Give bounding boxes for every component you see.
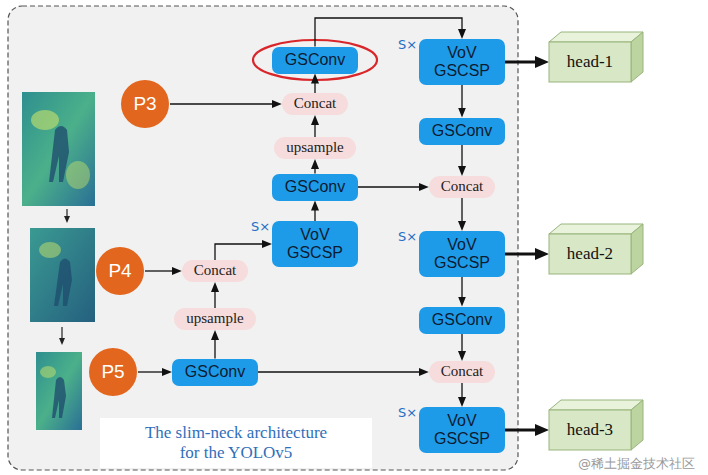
circle-fill — [121, 80, 169, 128]
node-label: VoV GSCSP — [427, 44, 497, 81]
feature-map-image — [22, 92, 95, 206]
feature-map-large — [22, 92, 95, 206]
node-label: GSConv — [185, 363, 245, 381]
operation-pill: Concat — [282, 93, 349, 115]
feature-blob — [40, 366, 56, 378]
connector-arrow — [214, 288, 215, 308]
feature-level-circle: P5 — [88, 347, 138, 397]
feature-figure — [49, 126, 69, 182]
csp-block: VoV GSCSP — [419, 407, 505, 453]
connector-arrow — [461, 198, 462, 225]
node-label: P4 — [108, 260, 131, 282]
connector-arrow — [505, 429, 541, 432]
conv-block: GSConv — [172, 359, 258, 386]
watermark: @稀土掘金技术社区 — [578, 455, 695, 473]
operation-pill: upsample — [274, 137, 356, 159]
caption-box: The slim-neck architecture for the YOLOv… — [100, 418, 372, 468]
node-label: upsample — [286, 139, 344, 156]
feature-map-image — [30, 228, 95, 322]
feature-level-circle: P3 — [120, 79, 170, 129]
downsample-arrow — [66, 209, 67, 219]
box-side-face — [631, 32, 643, 82]
node-label: Concat — [441, 178, 484, 195]
conv-block: GSConv — [419, 307, 505, 334]
box-front-face — [549, 410, 631, 450]
detection-head: head-2 — [549, 234, 631, 274]
conv-block: GSConv — [272, 174, 358, 201]
highlight-ellipse — [253, 40, 377, 80]
box-front-face — [549, 234, 631, 274]
connector-arrow — [258, 371, 423, 372]
downsample-arrow — [61, 327, 62, 341]
box-side-face — [631, 400, 643, 450]
connector-arrow — [461, 145, 462, 171]
node-label: head-2 — [567, 244, 613, 264]
caption-text: The slim-neck architecture for the YOLOv… — [138, 423, 334, 462]
connector-arrow — [461, 85, 462, 112]
repeat-count: S× — [398, 405, 417, 420]
feature-blob — [39, 242, 61, 258]
csp-block: VoV GSCSP — [272, 221, 358, 267]
node-label: head-3 — [567, 420, 613, 440]
node-label: VoV GSCSP — [427, 412, 497, 449]
feature-blob — [66, 161, 90, 189]
node-label: P3 — [133, 93, 156, 115]
csp-block: VoV GSCSP — [419, 39, 505, 85]
detection-head: head-3 — [549, 410, 631, 450]
circle-fill — [89, 348, 137, 396]
node-label: Concat — [441, 363, 484, 380]
node-label: VoV GSCSP — [427, 236, 497, 273]
detection-head: head-1 — [549, 42, 631, 82]
circle-fill — [96, 247, 144, 295]
operation-pill: Concat — [182, 260, 249, 282]
connector-arrow — [138, 371, 166, 372]
operation-pill: Concat — [429, 176, 496, 198]
connector-arrow — [215, 244, 266, 260]
connector-arrow — [461, 277, 462, 301]
connector-arrow — [145, 270, 176, 271]
box-top-face — [549, 224, 643, 234]
node-label: VoV GSCSP — [280, 226, 350, 263]
feature-figure — [54, 259, 72, 307]
connector-arrow — [314, 80, 315, 94]
node-label: Concat — [194, 262, 237, 279]
repeat-count: S× — [398, 37, 417, 52]
connector-arrow — [505, 253, 541, 256]
connector-arrow — [314, 165, 315, 174]
box-side-face — [631, 224, 643, 274]
connector-arrow — [461, 334, 462, 356]
node-label: GSConv — [432, 122, 492, 140]
feature-figure — [52, 377, 66, 418]
node-label: Concat — [294, 95, 337, 112]
box-front-face — [549, 42, 631, 82]
repeat-count: S× — [398, 229, 417, 244]
connector-arrow — [314, 121, 315, 137]
feature-map-image — [36, 352, 82, 430]
connector-arrow — [358, 186, 423, 187]
node-label: GSConv — [432, 311, 492, 329]
conv-block: GSConv — [419, 118, 505, 145]
feature-blob — [31, 110, 59, 130]
feature-map-medium — [30, 228, 95, 322]
connector-arrow — [505, 61, 541, 64]
box-top-face — [549, 400, 643, 410]
node-label: GSConv — [285, 51, 345, 69]
connector-arrow — [461, 383, 462, 401]
conv-block: GSConv — [272, 47, 358, 74]
feature-map-small — [36, 352, 82, 430]
neck-panel — [8, 6, 518, 470]
node-label: GSConv — [285, 178, 345, 196]
feature-level-circle: P4 — [95, 246, 145, 296]
operation-pill: Concat — [429, 361, 496, 383]
connector-arrow — [314, 207, 315, 222]
operation-pill: upsample — [174, 308, 256, 330]
connector-arrow — [170, 103, 276, 104]
connector-arrow — [214, 336, 215, 359]
node-label: head-1 — [567, 52, 613, 72]
node-label: P5 — [101, 361, 124, 383]
box-top-face — [549, 32, 643, 42]
repeat-count: S× — [251, 219, 270, 234]
csp-block: VoV GSCSP — [419, 231, 505, 277]
node-label: upsample — [186, 310, 244, 327]
